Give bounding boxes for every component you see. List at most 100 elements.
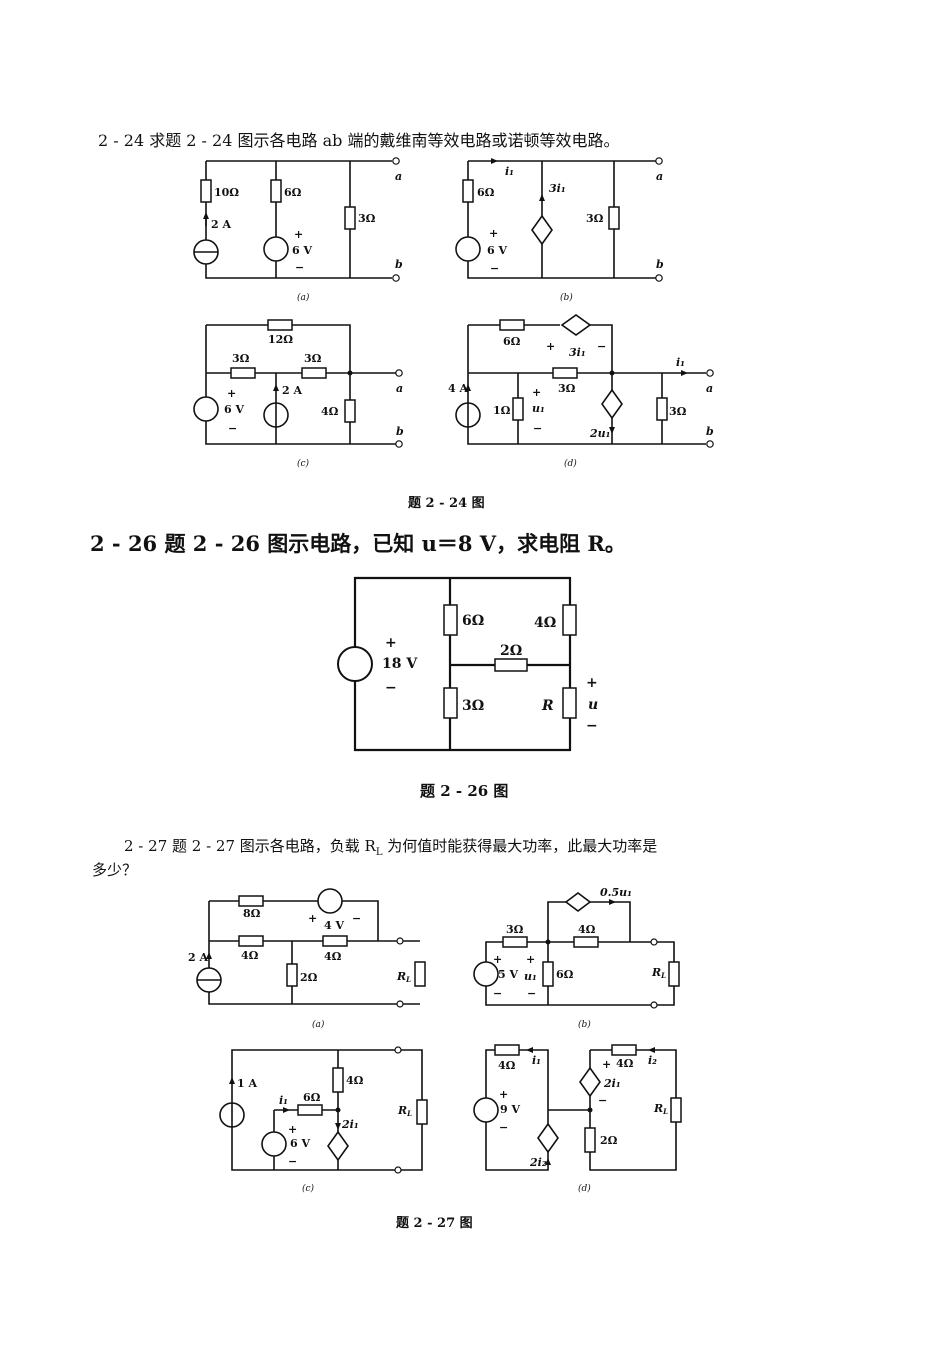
circuit-2-24-d: 6Ω + 3i₁ − 3Ω 4 A 1Ω + u₁ − 2u₁ 3Ω i₁ a … — [448, 314, 714, 469]
voltage-source — [317, 888, 343, 914]
circuit-2-27-d: 4Ω i₁ + 4Ω i₂ 2i₁ − + 9 V − 2i₂ 2Ω RL (d… — [473, 1044, 682, 1194]
dependent-voltage-source — [579, 1066, 601, 1098]
plus-sign: + — [385, 635, 397, 651]
label-6ohm: 6Ω — [503, 335, 521, 348]
circuit-2-27-c: 1 A i₁ 6Ω 4Ω 2i₁ + 6 V − RL (c) — [219, 1046, 428, 1194]
voltage-source — [473, 1097, 499, 1123]
dependent-current-source — [601, 388, 623, 420]
label-2A: 2 A — [211, 218, 231, 231]
label-6V: 6 V — [224, 403, 244, 416]
label-6V: 6 V — [292, 244, 312, 257]
plus-sign: + — [546, 340, 555, 353]
plus-sign: + — [489, 227, 498, 240]
plus-sign: + — [532, 386, 541, 399]
label-3i1: 3i₁ — [549, 182, 566, 195]
resistor — [414, 961, 426, 987]
label-RL: RL — [396, 970, 411, 984]
label-2ohm: 2Ω — [600, 1134, 618, 1147]
label-18V: 18 V — [382, 656, 418, 672]
label-RL-main: R — [653, 1102, 663, 1115]
label-u1: u₁ — [532, 402, 545, 415]
figure-2-24-caption: 题 2 - 24 图 — [408, 496, 485, 511]
resistor — [297, 1104, 323, 1116]
subfigure-label: (b) — [578, 1019, 591, 1030]
figure-2-26-caption: 题 2 - 26 图 — [420, 782, 509, 800]
voltage-source — [473, 961, 499, 987]
label-4ohm: 4Ω — [578, 923, 596, 936]
problem-2-26-text: 2 - 26 题 2 - 26 图示电路，已知 u＝8 V，求电阻 R。 — [90, 531, 626, 556]
problem-2-27-text-b: 为何值时能获得最大功率，此最大功率是 — [382, 837, 658, 855]
label-i1: i₁ — [505, 165, 514, 178]
voltage-source — [261, 1131, 287, 1157]
minus-sign: − — [490, 262, 499, 275]
circuit-2-24-b: i₁ 6Ω 3i₁ 3Ω + 6 V − a b (b) — [455, 157, 664, 303]
label-i2: i₂ — [648, 1054, 657, 1067]
label-2A: 2 A — [282, 384, 302, 397]
label-6ohm: 6Ω — [556, 968, 574, 981]
label-3ohm: 3Ω — [558, 382, 576, 395]
label-6ohm: 6Ω — [284, 186, 302, 199]
resistor — [611, 1044, 637, 1056]
resistor — [512, 397, 524, 421]
plus-sign: + — [308, 912, 317, 925]
minus-sign: − — [228, 422, 237, 435]
label-6V: 6 V — [487, 244, 507, 257]
resistor — [344, 399, 356, 423]
resistor — [344, 206, 356, 230]
label-3ohm: 3Ω — [358, 212, 376, 225]
plus-sign: + — [602, 1058, 611, 1071]
subfigure-label: (a) — [312, 1019, 325, 1030]
problem-2-27-text-line2: 多少？ — [92, 861, 138, 879]
minus-sign: − — [527, 987, 536, 1000]
circuit-2-24-a: 10Ω 6Ω 3Ω 2 A + 6 V − a b (a) — [193, 157, 403, 303]
resistor — [656, 397, 668, 421]
minus-sign: − — [493, 987, 502, 1000]
terminal — [650, 938, 658, 946]
terminal — [394, 1166, 402, 1174]
label-4ohm: 4Ω — [346, 1074, 364, 1087]
label-RL-sub: L — [662, 1107, 668, 1116]
label-12ohm: 12Ω — [268, 333, 293, 346]
resistor — [552, 367, 578, 379]
dependent-current-source — [327, 1130, 349, 1162]
label-1A: 1 A — [237, 1077, 257, 1090]
label-i1: i₁ — [279, 1094, 288, 1107]
label-RL-main: R — [396, 970, 406, 983]
label-3ohm: 3Ω — [506, 923, 524, 936]
label-R: R — [541, 698, 554, 714]
resistor — [322, 935, 348, 947]
terminal-b — [655, 274, 663, 282]
terminal-a — [395, 369, 403, 377]
terminal-b — [392, 274, 400, 282]
minus-sign: − — [295, 261, 304, 274]
voltage-source — [193, 396, 219, 422]
circuit-2-27-b: 0.5u₁ 3Ω 4Ω + 5 V − + u₁ − 6Ω RL (b) — [473, 886, 680, 1030]
label-4ohm: 4Ω — [324, 950, 342, 963]
plus-sign: + — [499, 1088, 508, 1101]
label-4V: 4 V — [324, 919, 344, 932]
label-10ohm: 10Ω — [214, 186, 239, 199]
label-2u1: 2u₁ — [589, 427, 610, 440]
label-2A: 2 A — [188, 951, 208, 964]
voltage-source — [337, 646, 373, 682]
label-2ohm: 2Ω — [300, 971, 318, 984]
minus-sign: − — [598, 1094, 607, 1107]
minus-sign: − — [288, 1155, 297, 1168]
terminal-b-label: b — [396, 425, 404, 438]
label-4ohm: 4Ω — [498, 1059, 516, 1072]
terminal-a — [706, 369, 714, 377]
plus-sign: + — [493, 953, 502, 966]
circuit-2-26: + 18 V − 6Ω 4Ω 2Ω 3Ω R + u − — [337, 576, 598, 752]
resistor — [267, 319, 293, 331]
label-RL: RL — [653, 1102, 668, 1116]
label-u: u — [588, 697, 598, 713]
label-2i2: 2i₂ — [529, 1156, 547, 1169]
subfigure-label: (d) — [564, 458, 577, 469]
label-u1: u₁ — [524, 970, 537, 983]
terminal — [396, 937, 404, 945]
resistor — [494, 1044, 520, 1056]
plus-sign: + — [586, 675, 598, 691]
resistor — [670, 1097, 682, 1123]
circuit-2-24-c: 12Ω 3Ω 3Ω + 6 V − 2 A 4Ω a b (c) — [193, 319, 404, 469]
